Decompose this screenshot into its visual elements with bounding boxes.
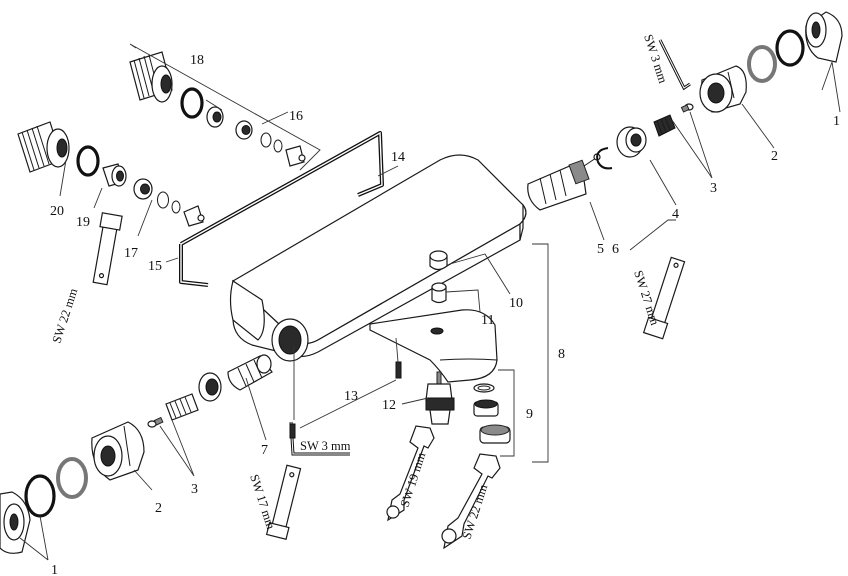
socket-tool-sw17 [265, 464, 302, 540]
diverter-12 [425, 371, 455, 425]
s-union-1-right [805, 11, 843, 63]
washer-17 [157, 191, 169, 209]
callout-9: 9 [526, 407, 533, 422]
callout-19: 19 [76, 215, 90, 230]
socket-tool-sw27 [642, 256, 686, 340]
screw-3-right [653, 103, 694, 137]
nut-17 [133, 178, 153, 200]
label-sw3-top: SW 3 mm [641, 33, 670, 86]
callout-17: 17 [124, 246, 138, 261]
thermo-cartridge-5 [527, 153, 601, 211]
label-sw3-bottom: SW 3 mm [300, 439, 351, 453]
washer-16 [260, 132, 272, 148]
callout-7: 7 [261, 443, 268, 458]
retaining-clip-6 [596, 147, 613, 170]
sleeve-19 [102, 163, 127, 187]
knob-cap-10 [429, 250, 448, 271]
callout-8: 8 [558, 347, 565, 362]
cap-11 [431, 282, 447, 304]
nut-7a [198, 372, 222, 402]
o-ring-left [24, 474, 56, 518]
socket-tool-sw22-left [92, 212, 123, 286]
sleeve-16a [206, 106, 224, 128]
inlet-union-18 [129, 51, 173, 103]
label-sw17: SW 17 mm [247, 473, 278, 532]
label-sw19: SW 19 mm [398, 450, 429, 509]
callout-labels: 1 1 2 2 3 3 4 5 6 7 8 9 10 11 12 13 14 1… [50, 53, 840, 576]
connector-2-left [91, 421, 145, 481]
thermostat-body [229, 154, 527, 362]
nut-4 [616, 126, 647, 158]
callout-16: 16 [289, 109, 303, 124]
inlet-union-20 [17, 121, 70, 173]
callout-6: 6 [612, 242, 619, 257]
callout-10: 10 [509, 296, 523, 311]
spout [369, 309, 498, 383]
o-ring-right [775, 29, 805, 67]
wrench-sw22 [441, 453, 501, 550]
o-ring-18 [180, 87, 204, 119]
callout-20: 20 [50, 204, 64, 219]
seal-ring-left [56, 457, 88, 499]
leader-lines [19, 43, 841, 561]
callout-4: 4 [672, 207, 679, 222]
gasket-frame-14-15 [179, 131, 384, 287]
callout-14: 14 [391, 150, 405, 165]
seal-ring-right [747, 45, 777, 83]
screw-3-left [147, 393, 199, 428]
callout-13: 13 [344, 389, 358, 404]
wrench-sw19 [386, 425, 435, 522]
aerator-set-9 [473, 383, 511, 444]
callout-2-left: 2 [155, 501, 162, 516]
label-sw27: SW 27 mm [631, 269, 662, 328]
callout-12: 12 [382, 398, 396, 413]
callout-5: 5 [597, 242, 604, 257]
callout-15: 15 [148, 259, 162, 274]
grub-screw-13 [395, 361, 402, 379]
callout-1-left: 1 [51, 563, 58, 576]
washer-16b [273, 139, 283, 153]
o-ring-20 [76, 145, 100, 177]
label-sw22-left: SW 22 mm [50, 286, 81, 345]
allen-key-sw3-bottom [289, 421, 350, 456]
nut-16 [235, 120, 253, 140]
callout-2-right: 2 [771, 149, 778, 164]
s-union-1-left [0, 491, 31, 554]
valve-insert-16 [285, 145, 306, 167]
washer-17b [171, 200, 181, 214]
callout-3-left: 3 [191, 482, 198, 497]
connector-2-right [699, 65, 747, 113]
cartridge-7 [227, 354, 273, 391]
valve-insert-17 [183, 205, 205, 227]
callout-18: 18 [190, 53, 204, 68]
callout-3-right: 3 [710, 181, 717, 196]
callout-11: 11 [481, 313, 494, 328]
callout-1-right: 1 [833, 114, 840, 129]
